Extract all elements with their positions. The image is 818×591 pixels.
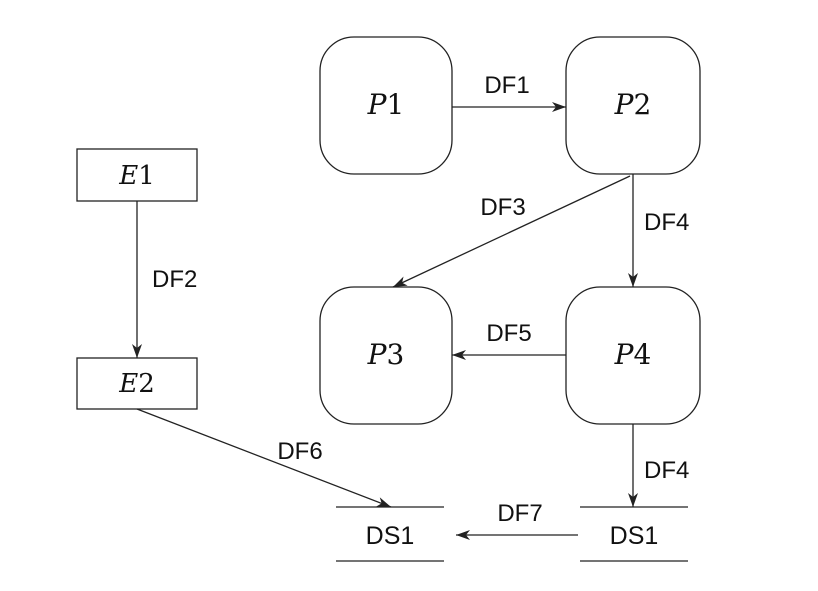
flow-p4-to-p3: DF5 xyxy=(452,320,566,360)
data-store-ds1-left-label: DS1 xyxy=(366,522,415,550)
flow-p2-to-p4-label: DF4 xyxy=(644,209,689,236)
process-p3: P3 xyxy=(319,286,453,425)
data-store-ds1-left: DS1 xyxy=(336,506,444,562)
flow-ds1-right-to-ds1-left-label: DF7 xyxy=(497,500,542,527)
process-p3-label: P3 xyxy=(367,338,405,371)
flow-e1-to-e2-label: DF2 xyxy=(152,266,197,293)
flow-p4-to-p3-label: DF5 xyxy=(486,320,531,347)
entity-e2-label: E2 xyxy=(118,369,155,399)
entity-e1-label: E1 xyxy=(118,161,155,191)
data-store-ds1-right: DS1 xyxy=(580,506,688,562)
process-p1-label: P1 xyxy=(367,88,405,121)
flow-p1-to-p2: DF1 xyxy=(452,72,566,112)
flow-e2-to-ds1-left-label: DF6 xyxy=(277,438,322,465)
process-p2: P2 xyxy=(565,36,701,175)
process-p4-label: P4 xyxy=(614,338,652,371)
flow-e1-to-e2: DF2 xyxy=(132,201,197,358)
flow-ds1-right-to-ds1-left: DF7 xyxy=(456,500,578,540)
process-p1: P1 xyxy=(319,36,453,175)
flow-p4-to-ds1-right-label: DF4 xyxy=(644,457,689,484)
entity-e2: E2 xyxy=(76,357,198,410)
flow-p2-to-p4: DF4 xyxy=(628,174,689,287)
entity-e1: E1 xyxy=(76,148,198,202)
flow-p2-to-p3-label: DF3 xyxy=(480,194,525,221)
flow-p1-to-p2-label: DF1 xyxy=(484,72,529,99)
flow-p4-to-ds1-right: DF4 xyxy=(628,424,689,507)
data-store-ds1-right-label: DS1 xyxy=(610,522,659,550)
process-p2-label: P2 xyxy=(614,88,652,121)
process-p4: P4 xyxy=(565,286,701,425)
flow-p2-to-p3: DF3 xyxy=(392,175,631,288)
flow-e2-to-ds1-left: DF6 xyxy=(136,408,392,508)
